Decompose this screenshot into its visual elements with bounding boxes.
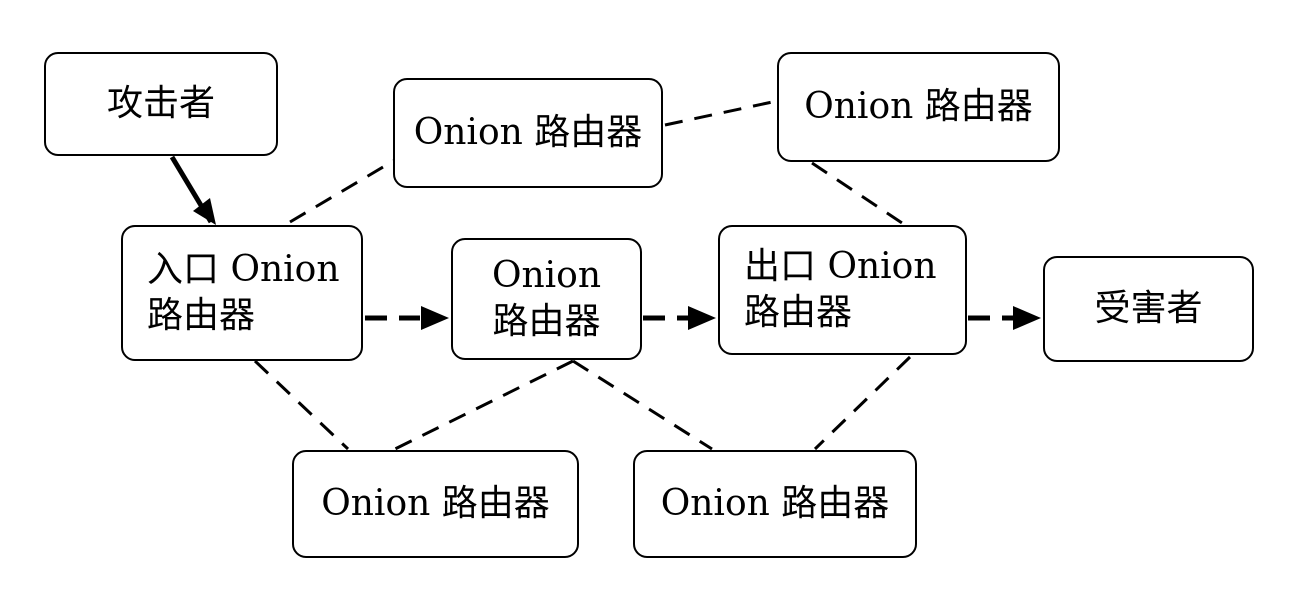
onion-router-middle-label-line1: Onion	[491, 255, 602, 296]
onion-router-top-right-label: Onion 路由器	[804, 86, 1033, 127]
link-entry-to-router-top	[289, 158, 396, 224]
attacker-label: 攻击者	[106, 83, 215, 124]
arrowhead-entry-router-mid	[421, 306, 449, 330]
exit-router-label-line1: 出口 Onion	[744, 246, 937, 287]
victim-node: 受害者	[1043, 256, 1254, 362]
attacker-node: 攻击者	[44, 52, 278, 156]
arrowhead-attacker-entry	[193, 198, 216, 225]
link-entry-to-router-bottom-left	[253, 359, 350, 451]
link-exit-to-router-bottom-right	[813, 355, 912, 451]
onion-router-bottom-left-label: Onion 路由器	[321, 483, 550, 524]
onion-router-top-label: Onion 路由器	[413, 112, 643, 153]
exit-onion-router-node: 出口 Onion 路由器	[718, 225, 967, 355]
link-router-mid-to-router-bottom-left	[394, 359, 574, 451]
arrowhead-exit-victim	[1013, 306, 1041, 330]
dashed-links	[253, 99, 912, 451]
onion-router-middle-label-line2: 路由器	[492, 301, 601, 342]
link-router-top-right-to-exit	[811, 161, 906, 227]
onion-router-bottom-right-node: Onion 路由器	[633, 450, 917, 558]
onion-router-middle-node: Onion 路由器	[451, 238, 642, 360]
arrowhead-router-mid-exit	[688, 306, 716, 330]
onion-router-bottom-right-label: Onion 路由器	[660, 483, 890, 524]
onion-router-top-right-node: Onion 路由器	[777, 52, 1060, 162]
onion-router-bottom-left-node: Onion 路由器	[292, 450, 579, 558]
link-router-mid-to-router-bottom-right	[572, 359, 713, 451]
entry-router-label-line2: 路由器	[147, 295, 256, 336]
exit-router-label-line2: 路由器	[744, 292, 853, 333]
victim-label: 受害者	[1094, 288, 1203, 329]
onion-router-top-node: Onion 路由器	[393, 78, 663, 188]
entry-router-label-line1: 入口 Onion	[147, 249, 340, 290]
entry-onion-router-node: 入口 Onion 路由器	[121, 225, 363, 361]
link-router-top-to-router-top-right	[664, 99, 778, 127]
path-arrows	[169, 155, 1041, 330]
